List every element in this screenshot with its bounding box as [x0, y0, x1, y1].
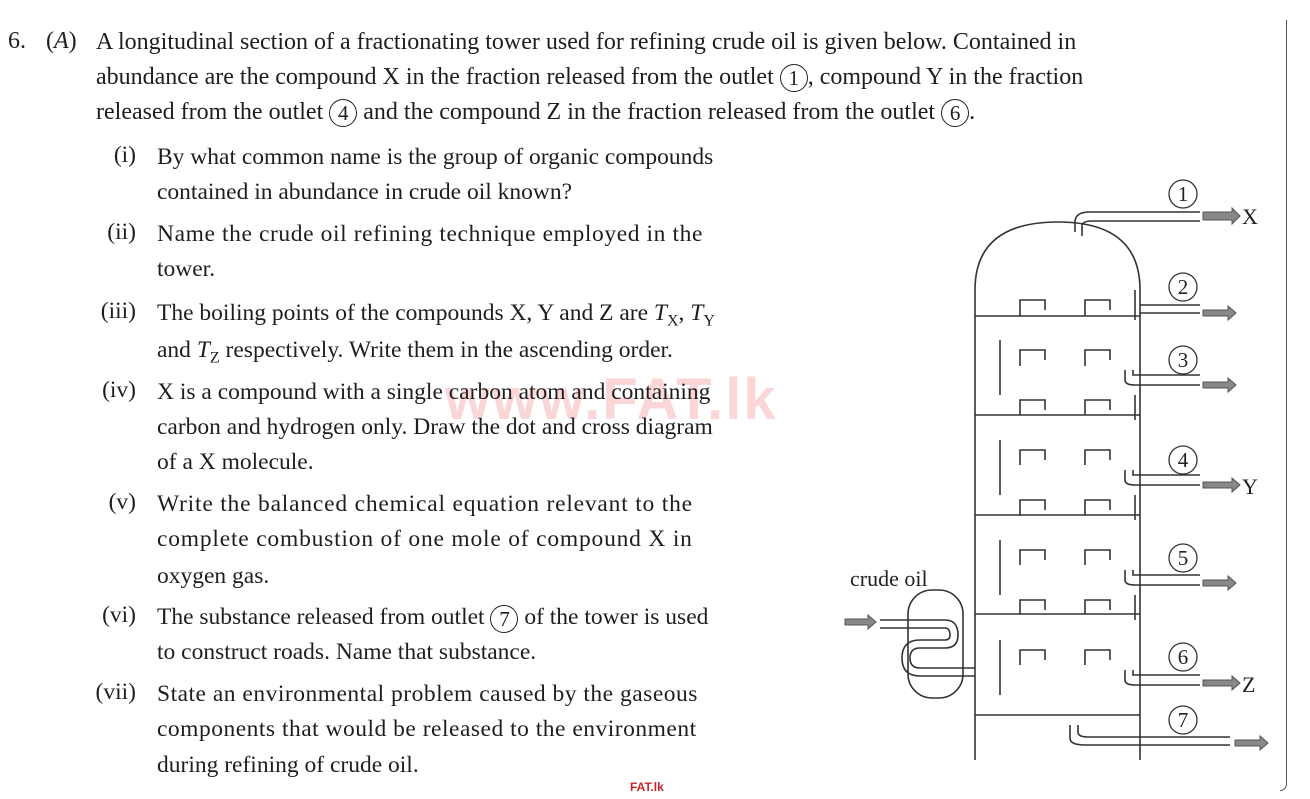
question-number: 6.: [8, 28, 26, 54]
var-sub: Z: [209, 349, 220, 367]
flow-arrows: [844, 206, 1269, 752]
subq-text: and: [157, 337, 191, 363]
outlet-label-2: 2: [1178, 275, 1189, 299]
footer-site: FAT.lk: [630, 780, 664, 794]
var-sub: X: [666, 312, 679, 330]
var-t: T: [653, 300, 667, 326]
crude-oil-label: crude oil: [850, 566, 928, 591]
var-t: T: [690, 300, 704, 326]
intro-text: released from the outlet: [96, 99, 324, 125]
subq-line: carbon and hydrogen only. Draw the dot a…: [157, 414, 713, 440]
outlet-pipe-1: [1074, 211, 1200, 232]
subq-line: State an environmental problem caused by…: [157, 681, 698, 707]
intro-text: abundance are the compound X in the frac…: [96, 64, 774, 90]
intro-line-2: abundance are the compound X in the frac…: [96, 60, 1281, 94]
subq-line: The substance released from outlet 7 of …: [157, 602, 708, 633]
subq-line: oxygen gas.: [157, 563, 270, 589]
intro-text: and the compound Z in the fraction relea…: [363, 99, 936, 125]
subq-line: The boiling points of the compounds X, Y…: [157, 298, 715, 337]
subq-number: (iii): [100, 298, 136, 324]
product-y-label: Y: [1242, 474, 1258, 499]
fractionating-tower-diagram: 1 2 3 4 5 6 7 X Y Z crude oil: [844, 179, 1269, 760]
subq-number: (vii): [95, 679, 136, 705]
subq-line: to construct roads. Name that substance.: [157, 639, 537, 665]
page-border: [1280, 20, 1287, 791]
subq-number: (v): [108, 489, 136, 515]
subq-line: during refining of crude oil.: [157, 752, 419, 778]
outlet-label-5: 5: [1178, 546, 1189, 570]
subq-line: tower.: [157, 256, 216, 282]
outlet-label-7: 7: [1178, 708, 1189, 732]
subq-line: Write the balanced chemical equation rel…: [157, 491, 693, 517]
subq-line: By what common name is the group of orga…: [157, 144, 714, 170]
var-sub: Y: [703, 312, 715, 330]
outlet-ref-1: 1: [779, 64, 808, 93]
intro-text: .: [969, 99, 976, 125]
question-part: (A): [46, 28, 77, 54]
subq-line: and TZ respectively. Write them in the a…: [157, 335, 673, 374]
subq-number: (iv): [102, 377, 136, 403]
subq-text: respectively. Write them in the ascendin…: [225, 337, 673, 363]
subq-line: X is a compound with a single carbon ato…: [157, 379, 711, 405]
outlet-label-3: 3: [1178, 348, 1189, 372]
intro-line-3: released from the outlet 4 and the compo…: [96, 95, 1281, 129]
var-t: T: [196, 337, 210, 363]
comma: ,: [678, 300, 685, 326]
product-z-label: Z: [1242, 672, 1255, 697]
subq-line: components that would be released to the…: [157, 716, 697, 742]
subq-text: The substance released from outlet: [157, 604, 485, 630]
subq-number: (ii): [107, 219, 136, 245]
intro-line-1: A longitudinal section of a fractionatin…: [96, 29, 1077, 55]
subq-text: of the tower is used: [524, 604, 709, 630]
subq-line: contained in abundance in crude oil know…: [157, 179, 573, 205]
subq-text: The boiling points of the compounds X, Y…: [157, 300, 649, 326]
tower-wall: [974, 221, 1141, 760]
outlet-ref-6: 6: [941, 99, 970, 128]
outlet-label-1: 1: [1178, 182, 1189, 206]
subq-line: of a X molecule.: [157, 449, 314, 475]
subq-line: Name the crude oil refining technique em…: [157, 221, 704, 247]
outlet-label-6: 6: [1178, 645, 1189, 669]
intro-text: , compound Y in the fraction: [807, 64, 1084, 90]
subq-line: complete combustion of one mole of compo…: [157, 526, 693, 552]
subq-number: (i): [113, 142, 136, 168]
outlet-label-4: 4: [1178, 448, 1189, 472]
subq-number: (vi): [102, 602, 136, 628]
product-x-label: X: [1242, 204, 1258, 229]
outlet-ref-4: 4: [329, 99, 358, 128]
outlet-ref-7: 7: [490, 604, 519, 633]
watermark: www.FAT.lk: [445, 367, 778, 432]
